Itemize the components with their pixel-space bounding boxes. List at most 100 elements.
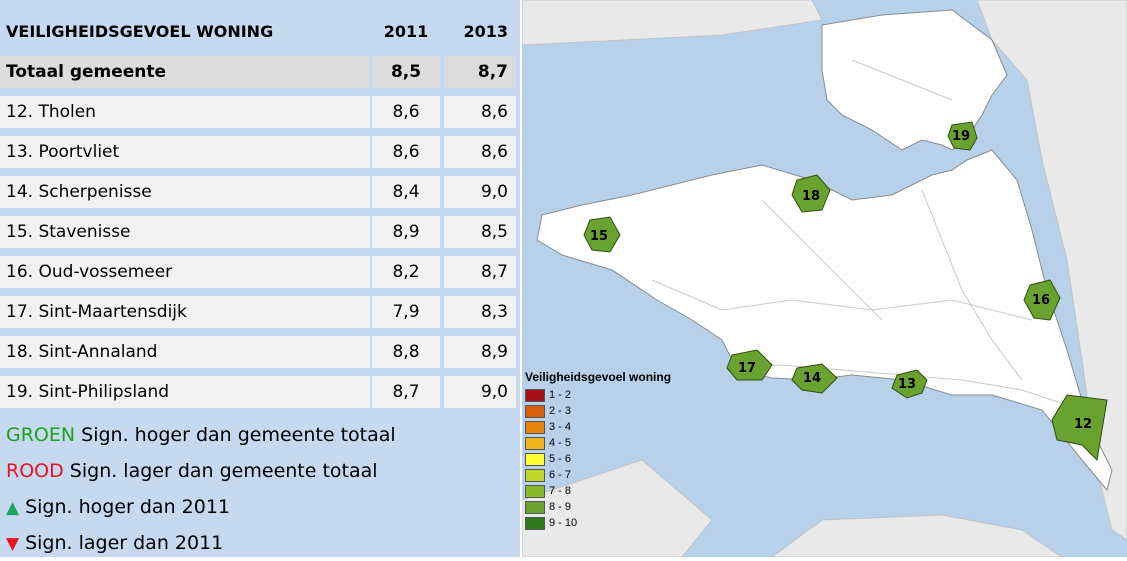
note-red: ROOD Sign. lager dan gemeente totaal: [6, 454, 378, 488]
table-title: VEILIGHEIDSGEVOEL WONING: [6, 22, 274, 41]
svg-text:19: 19: [952, 129, 970, 144]
zone-12: 12: [1051, 394, 1108, 462]
row-value-2011: 7,9: [392, 302, 420, 322]
island-main: [536, 149, 1113, 492]
legend-swatch: [525, 436, 545, 450]
row-value-2011: 8,8: [392, 342, 420, 362]
row-name: 15. Stavenisse: [6, 222, 131, 242]
row-value-2013: 8,3: [480, 302, 508, 322]
zone-16: 16: [1023, 279, 1061, 321]
row-name: 16. Oud-vossemeer: [6, 262, 173, 282]
row-name: Totaal gemeente: [6, 62, 167, 82]
map-legend-item: 5 - 6: [525, 451, 725, 467]
map-legend: Veiligheidsgevoel woning 1 - 2 2 - 3 3 -…: [525, 370, 725, 531]
svg-text:18: 18: [802, 189, 820, 204]
table-row: 14. Scherpenisse 8,4 9,0: [0, 174, 520, 210]
map-legend-item: 9 - 10: [525, 515, 725, 531]
map-legend-item: 7 - 8: [525, 483, 725, 499]
row-value-2011: 8,5: [390, 62, 422, 82]
legend-label: 7 - 8: [549, 485, 572, 497]
legend-swatch: [525, 500, 545, 514]
table-row: 12. Tholen 8,6 8,6: [0, 94, 520, 130]
row-value-2011: 8,4: [392, 182, 420, 202]
legend-label: 4 - 5: [549, 437, 572, 449]
legend-swatch: [525, 516, 545, 530]
row-name: 18. Sint-Annaland: [6, 342, 158, 362]
legend-swatch: [525, 484, 545, 498]
row-value-2013: 9,0: [480, 182, 508, 202]
map-canvas: 12 13 14 15 16 17 18 19: [522, 0, 1127, 557]
map-legend-item: 2 - 3: [525, 403, 725, 419]
row-name: 13. Poortvliet: [6, 142, 120, 162]
row-value-2011: 8,9: [392, 222, 420, 242]
row-value-2013: 8,6: [480, 102, 508, 122]
row-name: 12. Tholen: [6, 102, 96, 122]
mainland-northwest: [522, 0, 823, 46]
results-table: VEILIGHEIDSGEVOEL WONING 2011 2013 Totaa…: [0, 0, 520, 557]
row-value-2011: 8,2: [392, 262, 420, 282]
legend-label: 9 - 10: [549, 517, 578, 529]
row-value-2013: 8,9: [480, 342, 508, 362]
zone-19: 19: [947, 121, 978, 151]
map-legend-item: 4 - 5: [525, 435, 725, 451]
note-green-text: Sign. hoger dan gemeente totaal: [75, 424, 396, 446]
note-red-text: Sign. lager dan gemeente totaal: [63, 460, 378, 482]
legend-label: 3 - 4: [549, 421, 572, 433]
row-value-2013: 8,5: [480, 222, 508, 242]
table-header: VEILIGHEIDSGEVOEL WONING 2011 2013: [0, 14, 520, 50]
row-value-2011: 8,7: [392, 382, 420, 402]
row-value-2013: 8,7: [477, 62, 508, 82]
svg-text:15: 15: [590, 229, 608, 244]
row-name: 14. Scherpenisse: [6, 182, 152, 202]
note-green: GROEN Sign. hoger dan gemeente totaal: [6, 418, 396, 452]
zone-18: 18: [791, 174, 831, 213]
row-name: 19. Sint-Philipsland: [6, 382, 170, 402]
note-red-word: ROOD: [6, 460, 64, 482]
svg-text:16: 16: [1032, 293, 1050, 308]
legend-swatch: [525, 404, 545, 418]
column-header-2011: 2011: [383, 22, 429, 41]
row-value-2013: 8,6: [480, 142, 508, 162]
zone-17: 17: [726, 349, 773, 381]
legend-swatch: [525, 388, 545, 402]
table-row: 17. Sint-Maartensdijk 7,9 8,3: [0, 294, 520, 330]
map: 12 13 14 15 16 17 18 19: [522, 0, 1127, 557]
svg-text:17: 17: [738, 361, 756, 376]
svg-text:14: 14: [803, 371, 821, 386]
row-value-2013: 9,0: [480, 382, 508, 402]
map-legend-title: Veiligheidsgevoel woning: [525, 370, 672, 384]
zone-14: 14: [791, 363, 838, 394]
legend-label: 6 - 7: [549, 469, 572, 481]
legend-label: 5 - 6: [549, 453, 572, 465]
note-down-text: Sign. lager dan 2011: [25, 532, 224, 554]
legend-label: 8 - 9: [549, 501, 572, 513]
table-row: 18. Sint-Annaland 8,8 8,9: [0, 334, 520, 370]
svg-text:13: 13: [898, 377, 916, 392]
note-down: ▼Sign. lager dan 2011: [6, 526, 223, 560]
note-green-word: GROEN: [6, 424, 76, 446]
map-legend-item: 3 - 4: [525, 419, 725, 435]
triangle-up-icon: ▲: [6, 498, 20, 518]
map-legend-item: 1 - 2: [525, 387, 725, 403]
table-row: 15. Stavenisse 8,9 8,5: [0, 214, 520, 250]
zone-13: 13: [891, 369, 928, 399]
triangle-down-icon: ▼: [6, 534, 20, 554]
legend-swatch: [525, 468, 545, 482]
table-row: 16. Oud-vossemeer 8,2 8,7: [0, 254, 520, 290]
map-legend-item: 6 - 7: [525, 467, 725, 483]
table-row: 19. Sint-Philipsland 8,7 9,0: [0, 374, 520, 410]
island-north: [821, 9, 1008, 151]
zone-15: 15: [583, 216, 621, 253]
note-up-text: Sign. hoger dan 2011: [25, 496, 231, 518]
row-name: 17. Sint-Maartensdijk: [6, 302, 187, 322]
mainland-south: [771, 514, 1063, 557]
row-value-2011: 8,6: [392, 102, 420, 122]
legend-label: 2 - 3: [549, 405, 572, 417]
legend-swatch: [525, 452, 545, 466]
table-row: 13. Poortvliet 8,6 8,6: [0, 134, 520, 170]
mainland-southwest: [522, 459, 713, 557]
row-value-2013: 8,7: [480, 262, 508, 282]
legend-label: 1 - 2: [549, 389, 572, 401]
map-legend-item: 8 - 9: [525, 499, 725, 515]
legend-swatch: [525, 420, 545, 434]
